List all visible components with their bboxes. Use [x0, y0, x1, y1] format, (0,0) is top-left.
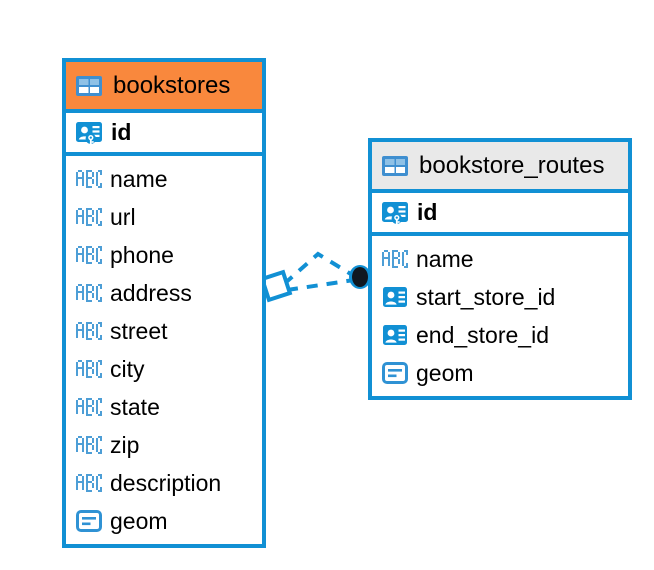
field-label: url: [110, 203, 136, 230]
diamond-outline-icon: [259, 269, 293, 303]
entity-header[interactable]: bookstore_routes: [372, 142, 628, 189]
entity-table-bookstores[interactable]: bookstores id: [62, 58, 266, 548]
primary-key-row[interactable]: id: [66, 109, 262, 156]
primary-key-icon: [381, 199, 409, 227]
field-row[interactable]: city: [66, 350, 262, 388]
entity-title: bookstore_routes: [419, 151, 605, 179]
field-label: state: [110, 393, 160, 420]
field-row[interactable]: geom: [372, 354, 628, 392]
field-row[interactable]: name: [372, 240, 628, 278]
relationship-line-lower: [286, 278, 355, 292]
field-row[interactable]: address: [66, 274, 262, 312]
text-type-icon: [76, 436, 102, 454]
text-type-icon: [76, 322, 102, 340]
field-row[interactable]: street: [66, 312, 262, 350]
field-label: id: [111, 119, 132, 145]
field-label: zip: [110, 431, 140, 458]
text-type-icon: [382, 250, 408, 268]
geometry-type-icon: [76, 510, 102, 532]
field-row[interactable]: geom: [66, 502, 262, 540]
relationship-line-upper: [282, 251, 356, 286]
field-label: geom: [110, 507, 168, 534]
field-label: name: [416, 245, 474, 272]
field-row[interactable]: start_store_id: [372, 278, 628, 316]
field-list: name: [66, 156, 262, 544]
field-label: city: [110, 355, 145, 382]
field-row[interactable]: state: [66, 388, 262, 426]
field-label: start_store_id: [416, 283, 556, 310]
entity-header[interactable]: bookstores: [66, 62, 262, 109]
primary-key-icon: [75, 119, 103, 147]
field-row[interactable]: zip: [66, 426, 262, 464]
text-type-icon: [76, 398, 102, 416]
text-type-icon: [76, 170, 102, 188]
field-label: name: [110, 165, 168, 192]
field-row[interactable]: url: [66, 198, 262, 236]
text-type-icon: [76, 360, 102, 378]
table-icon: [381, 154, 409, 178]
entity-title: bookstores: [113, 71, 231, 99]
field-label: description: [110, 469, 222, 496]
field-row[interactable]: name: [66, 160, 262, 198]
field-row[interactable]: end_store_id: [372, 316, 628, 354]
field-label: id: [417, 199, 438, 225]
foreign-key-icon: [382, 284, 408, 310]
geometry-type-icon: [382, 362, 408, 384]
table-icon: [75, 74, 103, 98]
field-row[interactable]: phone: [66, 236, 262, 274]
field-label: phone: [110, 241, 174, 268]
field-list: name start_store_id: [372, 236, 628, 396]
field-label: address: [110, 279, 192, 306]
field-label: geom: [416, 359, 474, 386]
foreign-key-icon: [382, 322, 408, 348]
text-type-icon: [76, 474, 102, 492]
entity-table-bookstore-routes[interactable]: bookstore_routes id: [368, 138, 632, 400]
text-type-icon: [76, 208, 102, 226]
field-label: end_store_id: [416, 321, 549, 348]
text-type-icon: [76, 284, 102, 302]
text-type-icon: [76, 246, 102, 264]
field-label: street: [110, 317, 168, 344]
primary-key-row[interactable]: id: [372, 189, 628, 236]
field-row[interactable]: description: [66, 464, 262, 502]
